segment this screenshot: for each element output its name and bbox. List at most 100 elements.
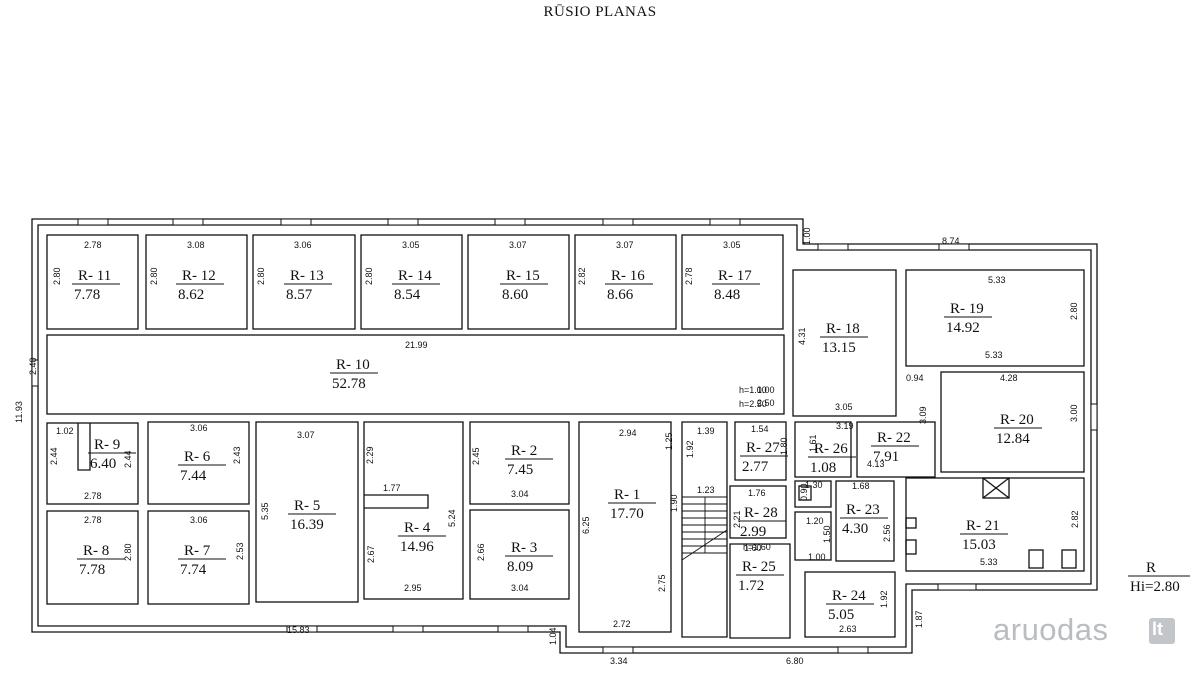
room-area: 14.92: [946, 320, 980, 336]
room-area: 1.72: [738, 578, 764, 594]
stair-hall-wall: [681, 421, 728, 638]
room-id: R- 25: [742, 559, 776, 575]
dimension-label: 2.56: [882, 524, 892, 542]
room-id: R- 17: [718, 268, 752, 284]
dimension-label: 2.44: [49, 447, 59, 465]
room-6-wall: [147, 421, 250, 505]
room-area: 8.60: [502, 287, 528, 303]
level-note-3: h=1.60: [743, 542, 771, 552]
room-22-wall: [856, 421, 936, 478]
room-label: R- 516.39: [288, 498, 336, 533]
room-id: R- 2: [511, 443, 537, 459]
sink-fixture-2: [905, 539, 917, 555]
dimension-label: 2.45: [471, 447, 481, 465]
room-wc-2-wall: [794, 511, 832, 561]
dimension-label: 2.40: [28, 357, 38, 375]
dimension-label: 1.00: [802, 227, 812, 245]
room-area: 8.09: [507, 559, 533, 575]
windows: [31, 218, 1098, 654]
room-area: 5.05: [828, 607, 854, 623]
dimension-label: 2.80: [123, 543, 133, 561]
dimension-label: 0.94: [906, 373, 924, 383]
dimension-label: 2.53: [235, 542, 245, 560]
room-area: 7.74: [180, 562, 207, 578]
room-id: R- 23: [846, 502, 880, 518]
room-id: R- 16: [611, 268, 645, 284]
dimension-label: 2.82: [577, 267, 587, 285]
room-label: R- 25 1.72: [736, 559, 784, 594]
legend-line-2: Hi=2.80: [1130, 579, 1180, 595]
room-label: R- 27.45: [505, 443, 553, 478]
dimension-label: 3.00: [1069, 404, 1079, 422]
toilet-fixture-1: [1028, 549, 1044, 569]
room-label: R- 4 14.96: [398, 520, 446, 555]
room-id: R- 28: [744, 505, 778, 521]
room-area: 7.91: [873, 449, 899, 465]
room-area: 12.84: [996, 431, 1030, 447]
dimension-label: 4.31: [797, 327, 807, 345]
dimension-label: 2.78: [684, 267, 694, 285]
room-id: R- 9: [94, 437, 120, 453]
dimension-label: 3.08: [187, 240, 205, 250]
level-note-1: h=1.00: [739, 385, 767, 395]
dimension-label: 3.06: [294, 240, 312, 250]
room-area: 14.96: [400, 539, 434, 555]
room-10-wall: [46, 334, 785, 415]
room-9-notch: [77, 423, 91, 471]
dimension-label: 1.20: [806, 516, 824, 526]
room-id: R- 20: [1000, 412, 1034, 428]
dimension-label: 2.80: [149, 267, 159, 285]
dimension-label: 2.50: [757, 398, 775, 408]
room-id: R- 4: [404, 520, 431, 536]
room-area: 8.48: [714, 287, 740, 303]
dimension-label: 1.54: [751, 424, 769, 434]
dimension-label: 2.78: [84, 491, 102, 501]
room-13-wall: [252, 234, 356, 330]
room-label: R- 96.40: [88, 437, 136, 472]
dimension-label: 6.80: [786, 656, 804, 666]
room-25-wall: [729, 543, 791, 639]
room-area: 8.66: [607, 287, 634, 303]
dimension-label: 2.95: [404, 583, 422, 593]
room-label: R- 77.74: [178, 543, 226, 578]
room-12-wall: [145, 234, 248, 330]
room-26-wall: [794, 421, 852, 478]
dimension-label: 2.67: [366, 545, 376, 563]
room-9-wall: [46, 422, 139, 505]
dimension-label: 2.82: [1070, 510, 1080, 528]
room-5-wall: [255, 421, 359, 603]
staircase: [681, 496, 728, 561]
room-id: R- 24: [832, 588, 866, 604]
dimension-label: 2.72: [613, 619, 631, 629]
room-label: R- 148.54: [392, 268, 440, 303]
room-label: R- 128.62: [176, 268, 224, 303]
shaft-fixture: [982, 477, 1010, 499]
dimension-label: 1.90: [669, 494, 679, 512]
room-label: R- 20 12.84: [994, 412, 1042, 447]
room-15-wall: [467, 234, 570, 330]
room-27-wall: [734, 421, 787, 481]
dimension-label: 1.77: [383, 483, 401, 493]
room-area: 1.08: [810, 460, 836, 476]
room-area: 8.54: [394, 287, 421, 303]
dimension-label: 1.60: [744, 543, 762, 553]
dimension-label: 3.09: [918, 406, 928, 424]
room-7-wall: [147, 510, 250, 605]
room-id: R- 15: [506, 268, 540, 284]
room-label: R- 16 8.66: [605, 268, 653, 303]
dimension-label: 4.28: [1000, 373, 1018, 383]
room-area: 7.78: [79, 562, 105, 578]
outer-wall: [31, 218, 1098, 654]
room-wc-1-wall: [794, 480, 832, 508]
dimension-label: 2.78: [84, 240, 102, 250]
room-label: R- 261.08: [808, 441, 856, 476]
shaft-cross-b: [982, 477, 1010, 499]
room-label: R- 15 8.60: [500, 268, 548, 303]
dimension-label: 2.80: [364, 267, 374, 285]
room-17-wall: [681, 234, 784, 330]
toilet-fixture-3: [798, 485, 812, 501]
dimension-label: 1.04: [548, 627, 558, 645]
